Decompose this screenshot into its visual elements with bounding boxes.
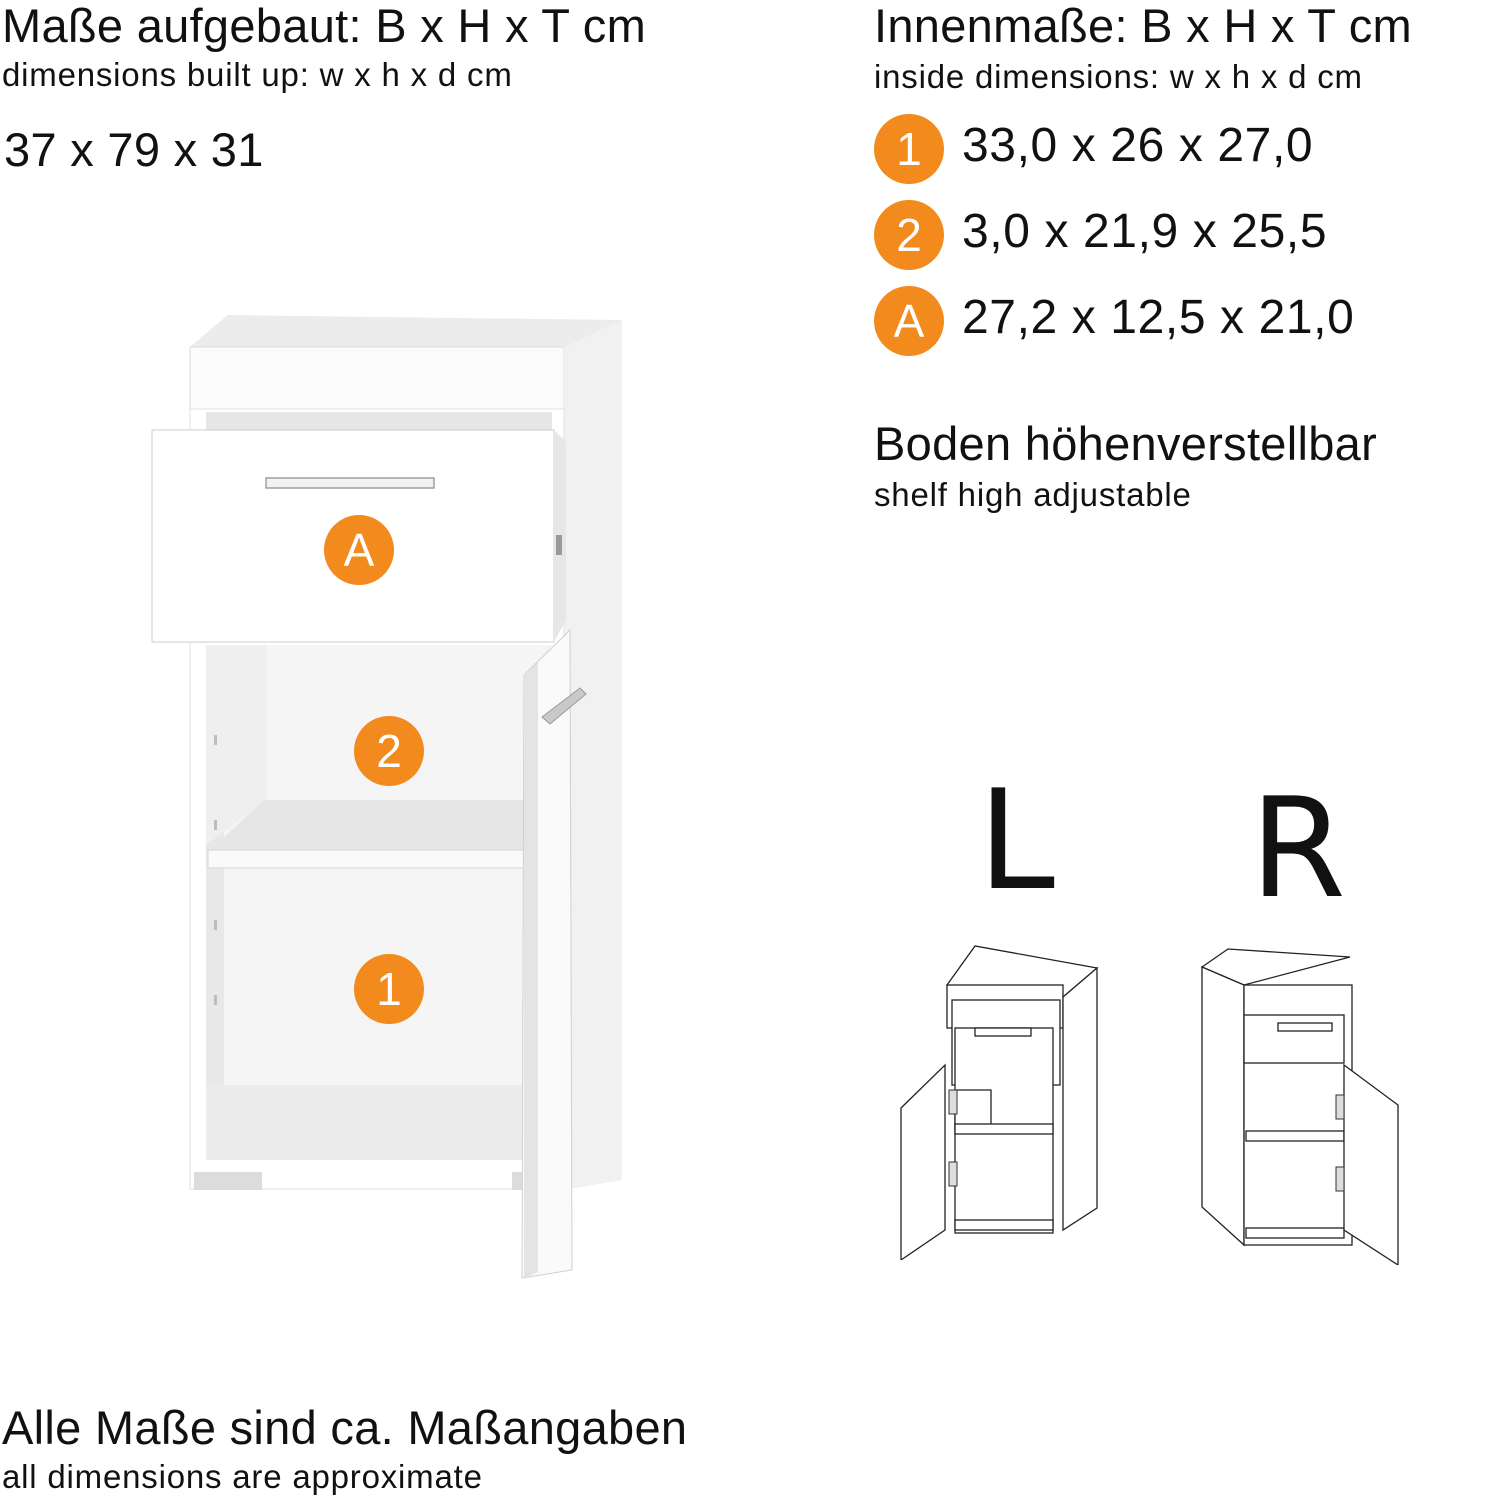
badge-2-on-compartment: 2 [354, 716, 424, 786]
footer-note-title: Alle Maße sind ca. Maßangaben [2, 1401, 688, 1454]
variant-left-label: L [978, 760, 1055, 921]
outer-dimensions-title: Maße aufgebaut: B x H x T cm [2, 0, 647, 52]
outer-dimensions-value: 37 x 79 x 31 [4, 123, 264, 176]
right-hinged-cabinet-icon [1200, 948, 1399, 1265]
inside-dimension-row-1: 1 33,0 x 26 x 27,0 [874, 114, 1474, 184]
badge-a-on-drawer: A [324, 515, 394, 585]
shelf-note-subtitle: shelf high adjustable [874, 476, 1192, 513]
outer-dimensions-subtitle: dimensions built up: w x h x d cm [2, 56, 513, 93]
shelf-note-title: Boden höhenverstellbar [874, 417, 1378, 470]
cabinet-illustration [151, 315, 622, 1279]
inside-dimensions-subtitle: inside dimensions: w x h x d cm [874, 58, 1363, 95]
badge-1: 1 [874, 114, 944, 184]
left-hinged-cabinet-icon [900, 945, 1099, 1260]
badge-2: 2 [874, 200, 944, 270]
inside-dimension-value-1: 33,0 x 26 x 27,0 [962, 119, 1314, 172]
inside-dimension-value-a: 27,2 x 12,5 x 21,0 [962, 291, 1355, 344]
inside-dimension-value-2: 3,0 x 21,9 x 25,5 [962, 205, 1328, 258]
inside-dimension-row-2: 2 3,0 x 21,9 x 25,5 [874, 200, 1474, 270]
inside-dimension-row-a: A 27,2 x 12,5 x 21,0 [874, 286, 1474, 356]
variant-right-label: R [1250, 768, 1346, 929]
badge-a: A [874, 286, 944, 356]
inside-dimensions-title: Innenmaße: B x H x T cm [874, 0, 1413, 52]
footer-note-subtitle: all dimensions are approximate [2, 1458, 483, 1495]
badge-1-on-compartment: 1 [354, 954, 424, 1024]
